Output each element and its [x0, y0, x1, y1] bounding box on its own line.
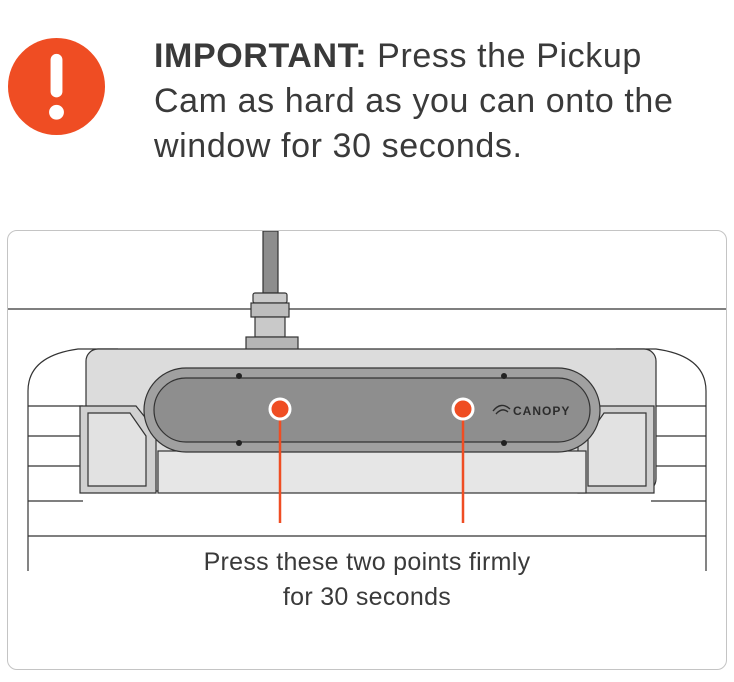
important-message: Press the Pickup Cam as hard as you can …: [154, 37, 674, 165]
camera-cable: [245, 231, 299, 368]
caption-line-1: Press these two points firmly: [203, 548, 531, 576]
press-point-left: [268, 397, 292, 523]
press-point-right: [451, 397, 475, 523]
press-caption: Press these two points firmly for 30 sec…: [8, 545, 726, 615]
right-frame-outline: [616, 348, 707, 571]
pickup-cam-body: [143, 367, 601, 453]
canopy-logo-icon: [492, 404, 511, 415]
pickup-cam-illustration: CANOPY: [8, 231, 726, 571]
important-notice: IMPORTANT: Press the Pickup Cam as hard …: [154, 34, 724, 169]
brand-label: CANOPY: [513, 404, 570, 418]
caption-line-2: for 30 seconds: [282, 583, 452, 611]
left-frame-outline: [27, 348, 118, 571]
exclamation-circle-icon: [7, 37, 106, 136]
illustration-panel: CANOPY Press these two points firmly for…: [7, 230, 727, 670]
important-label: IMPORTANT:: [154, 37, 368, 75]
